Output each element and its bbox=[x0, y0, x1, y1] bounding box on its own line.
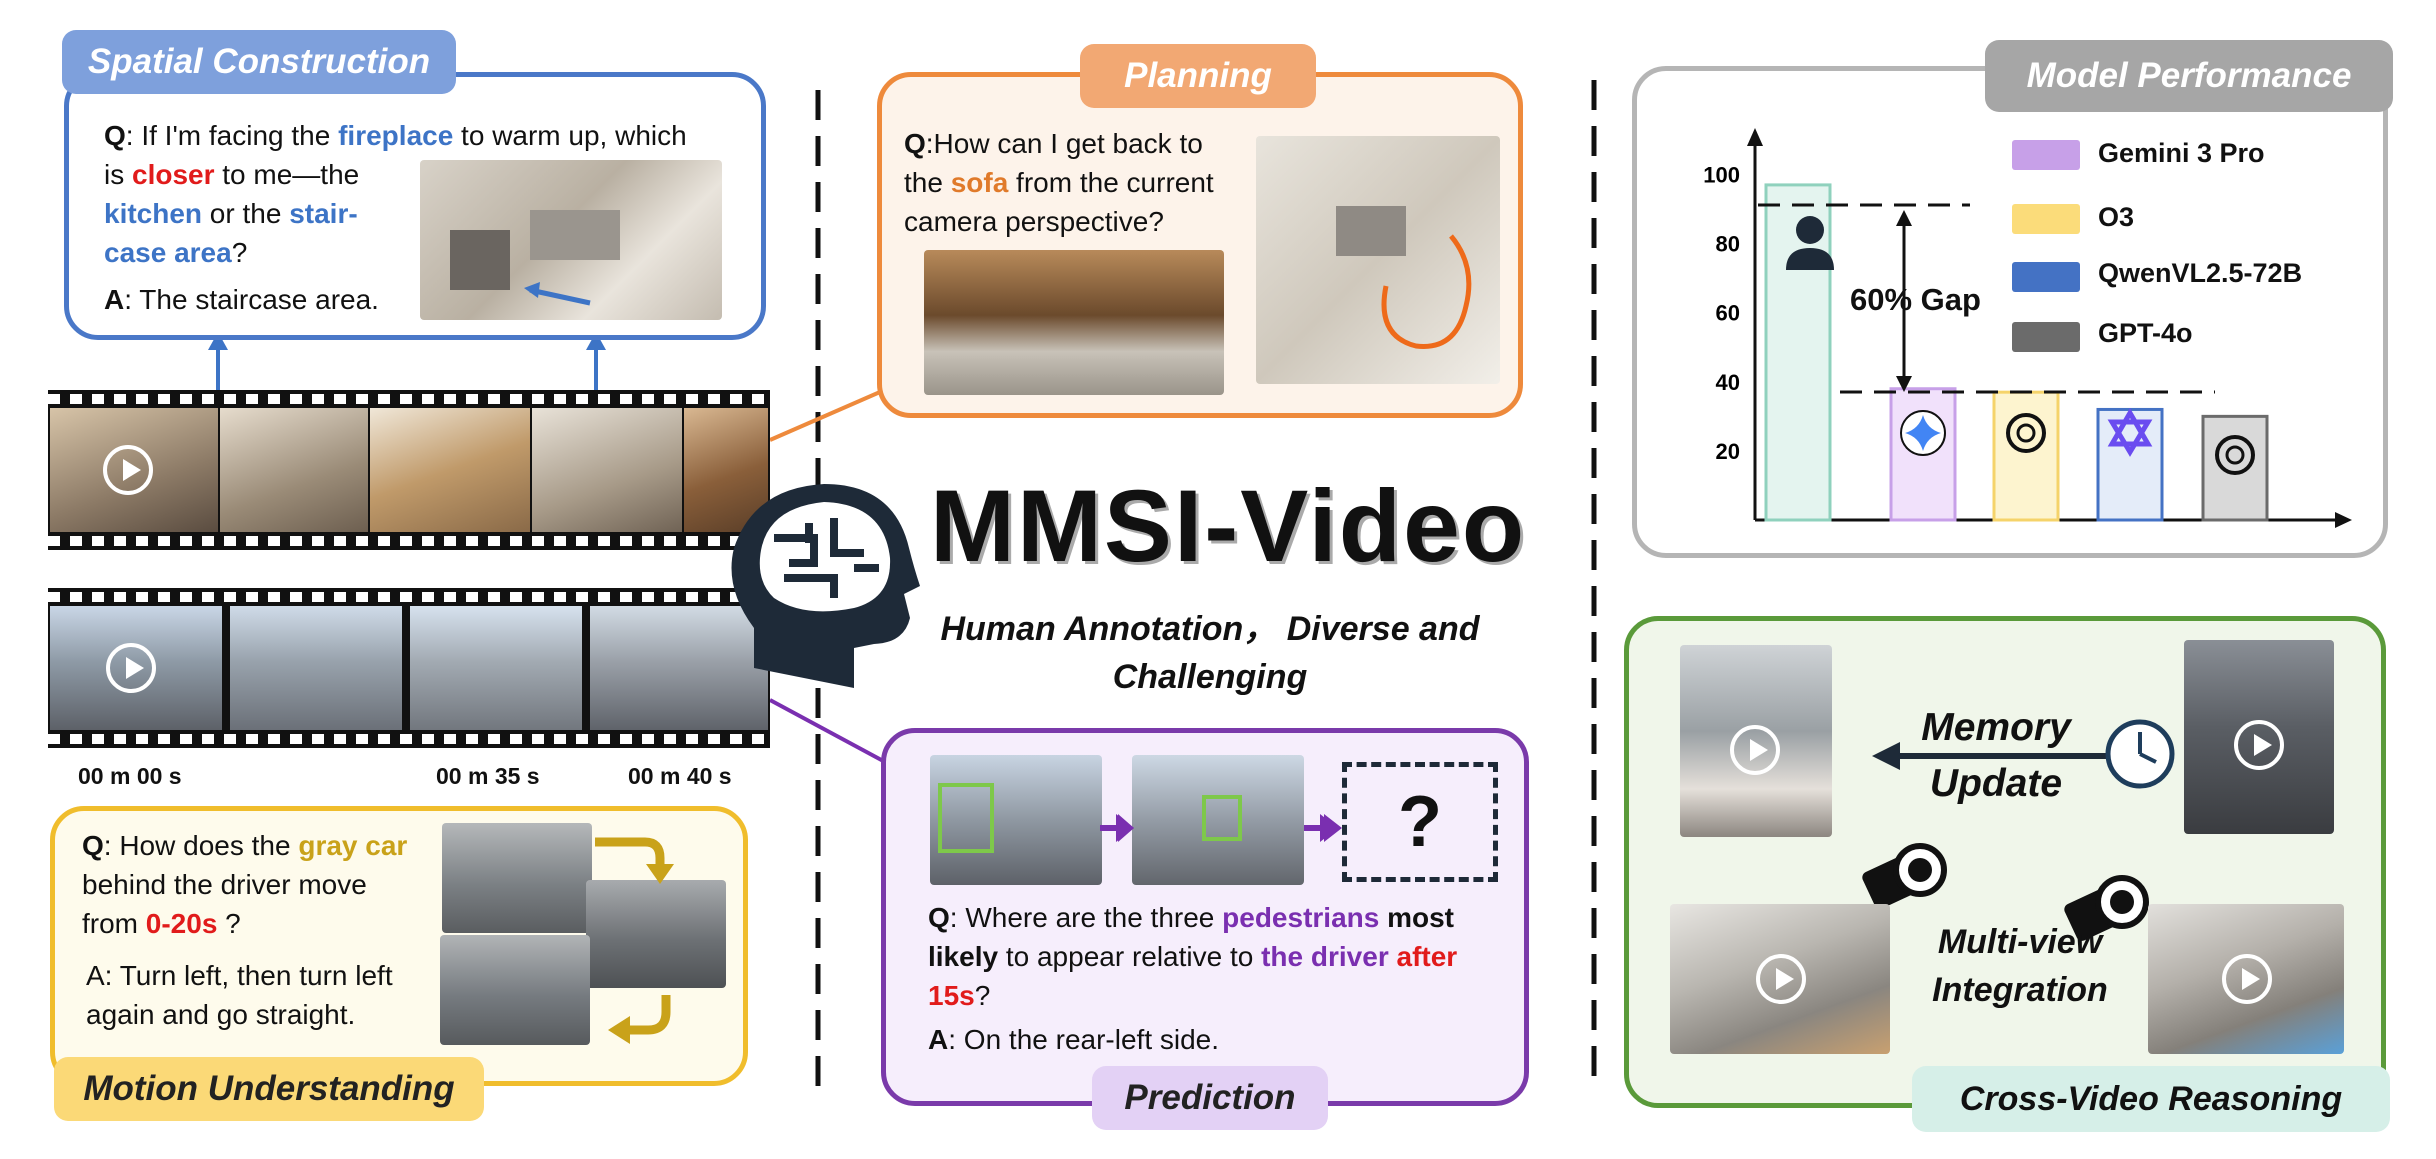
arrow-right-icon bbox=[1100, 814, 1134, 842]
bar-qwenvl2-5-72b bbox=[2096, 407, 2164, 522]
indoor-video-filmstrip bbox=[48, 390, 770, 550]
y-tick-label: 100 bbox=[1703, 163, 1740, 188]
bar-human bbox=[1764, 183, 1832, 522]
gate-video-image bbox=[1680, 645, 1832, 837]
prediction-answer: A: On the rear-left side. bbox=[928, 1024, 1220, 1055]
robot-arm-video-image bbox=[2148, 904, 2344, 1054]
living-room-3d-image bbox=[420, 160, 722, 320]
human-icon bbox=[1786, 216, 1834, 270]
play-button[interactable] bbox=[2222, 954, 2272, 1004]
kitchen-image bbox=[924, 250, 1224, 395]
turn-arrow-icon bbox=[595, 837, 674, 884]
clock-icon bbox=[2105, 719, 2175, 789]
gap-label: 60% Gap bbox=[1850, 282, 1981, 317]
robot-arm-video-image bbox=[1670, 904, 1890, 1054]
y-tick-label: 20 bbox=[1716, 439, 1740, 464]
video-frame bbox=[684, 408, 768, 532]
legend-label: QwenVL2.5-72B bbox=[2098, 258, 2303, 288]
spatial-tag: Spatial Construction bbox=[62, 30, 456, 94]
qwen-logo-icon bbox=[2107, 408, 2153, 457]
openai-logo-icon bbox=[2215, 435, 2255, 475]
play-button[interactable] bbox=[2234, 720, 2284, 770]
video-frame bbox=[370, 408, 530, 532]
legend-label: Gemini 3 Pro bbox=[2098, 138, 2265, 168]
arrow-left-icon bbox=[1872, 742, 2111, 770]
video-frame bbox=[220, 408, 368, 532]
performance-bar-chart: 20 40 60 80 100 bbox=[1703, 128, 2352, 528]
street-video-image bbox=[2184, 640, 2334, 834]
pedestrian-box bbox=[1202, 795, 1242, 841]
spatial-answer: A: The staircase area. bbox=[104, 284, 379, 315]
play-button[interactable] bbox=[1730, 725, 1780, 775]
legend-swatch bbox=[2012, 262, 2080, 292]
video-frame bbox=[532, 408, 682, 532]
legend-label: O3 bbox=[2098, 202, 2135, 232]
planning-question: Q:How can I get back to the sofa from th… bbox=[904, 128, 1214, 237]
video-frame bbox=[410, 606, 582, 730]
timestamp: 00 m 40 s bbox=[628, 763, 732, 789]
gray-car-image bbox=[586, 880, 726, 988]
arrow-right-icon bbox=[1304, 814, 1342, 842]
planning-tag: Planning bbox=[1080, 44, 1316, 108]
camera-icon bbox=[1862, 843, 1947, 909]
legend-label: GPT-4o bbox=[2098, 318, 2193, 348]
openai-logo-icon bbox=[2006, 413, 2046, 453]
y-tick-label: 80 bbox=[1716, 232, 1740, 257]
camera-icon bbox=[2064, 875, 2149, 941]
play-button[interactable] bbox=[103, 445, 153, 495]
path-line-icon bbox=[1336, 206, 1472, 349]
play-button[interactable] bbox=[1756, 954, 1806, 1004]
brain-head-icon bbox=[731, 484, 920, 688]
bar-gpt-4o bbox=[2201, 414, 2269, 522]
legend-swatch bbox=[2012, 140, 2080, 170]
video-frame bbox=[590, 606, 768, 730]
timestamp: 00 m 00 s bbox=[78, 763, 182, 789]
cross-video-tag: Cross-Video Reasoning bbox=[1912, 1066, 2390, 1132]
gray-car-image bbox=[442, 823, 592, 933]
legend-swatch bbox=[2012, 204, 2080, 234]
gemini-logo-icon bbox=[1900, 410, 1946, 456]
prediction-tag: Prediction bbox=[1092, 1066, 1328, 1130]
video-frame bbox=[230, 606, 402, 730]
unknown-future-frame: ? bbox=[1342, 762, 1498, 882]
motion-question: Q: How does the gray car behind the driv… bbox=[82, 830, 408, 939]
main-title: MMSI-Video bbox=[930, 469, 1527, 583]
play-button[interactable] bbox=[106, 643, 156, 693]
turn-arrow-icon bbox=[608, 995, 671, 1044]
prediction-question: Q: Where are the three pedestrians most … bbox=[928, 902, 1458, 1011]
gray-car-image bbox=[440, 935, 590, 1045]
motion-tag: Motion Understanding bbox=[54, 1057, 484, 1121]
room-3d-map-image bbox=[1256, 136, 1500, 384]
timestamp: 00 m 35 s bbox=[436, 763, 540, 789]
legend-swatch bbox=[2012, 322, 2080, 352]
bar-o3 bbox=[1992, 390, 2060, 522]
direction-arrow-icon bbox=[450, 210, 620, 306]
street-video-filmstrip bbox=[48, 588, 770, 748]
spatial-question: Q: If I'm facing the fireplace to warm u… bbox=[104, 120, 687, 268]
street-frame-image bbox=[1132, 755, 1304, 885]
pedestrian-box bbox=[938, 783, 994, 853]
y-tick-label: 40 bbox=[1716, 370, 1740, 395]
y-tick-label: 60 bbox=[1716, 301, 1740, 326]
street-frame-image bbox=[930, 755, 1102, 885]
performance-tag: Model Performance bbox=[1985, 40, 2393, 112]
